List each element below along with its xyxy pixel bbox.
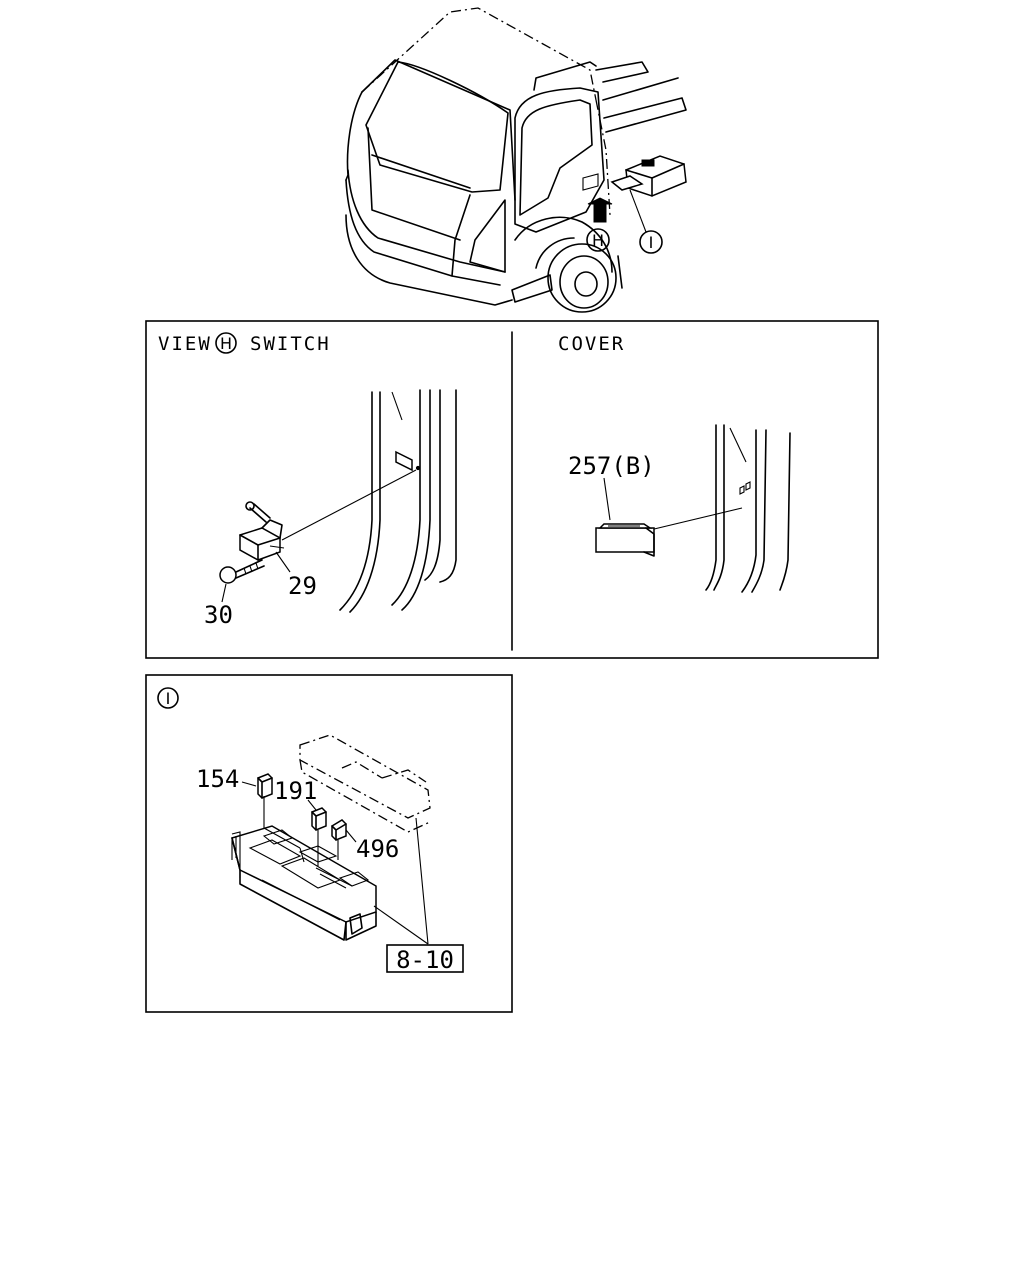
- relay-496: [331, 819, 347, 841]
- callout-8-10-box: 8-10: [373, 817, 464, 974]
- view-i-marker: I: [629, 189, 663, 254]
- svg-text:I: I: [166, 689, 171, 708]
- callout-154-leader: [241, 781, 257, 787]
- fuse-box-body: [231, 796, 377, 941]
- door-pillar-switch-view: [281, 389, 457, 613]
- callout-29-leader: [275, 551, 291, 573]
- callout-257b: 257(B): [568, 452, 655, 480]
- switch-panel-header: VIEW H SWITCH: [158, 332, 331, 355]
- callout-154: 154: [196, 765, 239, 793]
- svg-text:I: I: [649, 233, 654, 252]
- relay-154: [257, 773, 273, 799]
- callout-496-leader: [345, 829, 357, 843]
- svg-text:8-10: 8-10: [396, 946, 454, 974]
- switch-screw-part: [219, 559, 265, 584]
- svg-text:H: H: [592, 231, 604, 250]
- callout-30-leader: [221, 583, 227, 603]
- svg-text:VIEW: VIEW: [158, 333, 212, 355]
- fuse-box-lid: [299, 734, 431, 833]
- cover-panel-header: COVER: [558, 333, 625, 355]
- callout-191: 191: [274, 777, 317, 805]
- callout-29: 29: [288, 572, 317, 600]
- callout-191-leader: [307, 799, 317, 811]
- truck-cab-illustration: [345, 7, 687, 313]
- fuse-box-panel-header: I: [157, 687, 179, 709]
- door-pillar-cover-view: [649, 424, 791, 593]
- relay-191: [311, 807, 327, 831]
- callout-30: 30: [204, 601, 233, 629]
- callout-496: 496: [356, 835, 399, 863]
- cover-part: [595, 523, 655, 557]
- svg-text:H: H: [220, 334, 232, 353]
- view-h-marker: H: [586, 228, 610, 252]
- svg-text:SWITCH: SWITCH: [250, 333, 331, 355]
- door-switch-part: [239, 501, 285, 561]
- callout-257-leader: [603, 477, 611, 521]
